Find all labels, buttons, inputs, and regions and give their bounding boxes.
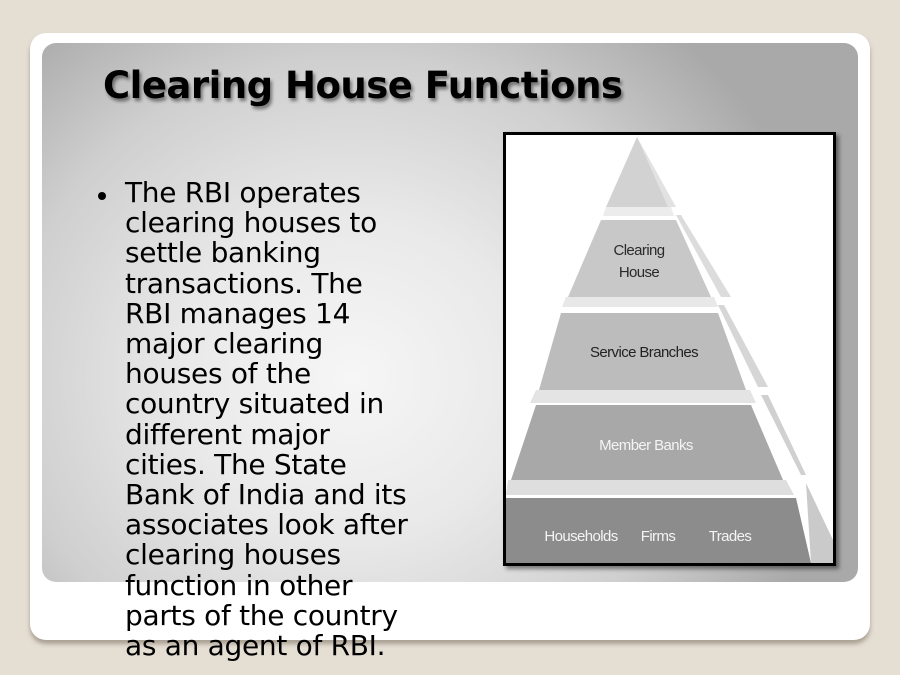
bullet-list: The RBI operates clearing houses to sett… bbox=[96, 176, 476, 663]
bullet-line: parts of the country bbox=[125, 598, 398, 632]
slide-title: Clearing House Functions bbox=[103, 64, 623, 107]
tier-label-service-branches: Service Branches bbox=[590, 344, 698, 361]
bullet-line: country situated in bbox=[125, 387, 384, 421]
bullet-item: The RBI operates clearing houses to sett… bbox=[96, 176, 476, 663]
tier-label-firms: Firms bbox=[641, 528, 676, 545]
pyramid-side-face bbox=[676, 215, 731, 297]
pyramid-diagram: Clearing House Service Branches Member B… bbox=[506, 137, 833, 563]
pyramid-tier-service-branches bbox=[539, 313, 746, 390]
tier-label-member-banks: Member Banks bbox=[599, 437, 693, 454]
bullet-line: settle banking bbox=[125, 236, 321, 270]
tier-label-clearing-line2: House bbox=[619, 264, 660, 281]
bullet-dot-icon bbox=[98, 192, 106, 200]
tier-label-clearing-line1: Clearing bbox=[613, 242, 664, 259]
bullet-line: clearing houses bbox=[125, 538, 341, 572]
pyramid-tier-clearing-house bbox=[568, 220, 711, 297]
bullet-line: as an agent of RBI. bbox=[125, 629, 386, 663]
bullet-line: associates look after bbox=[125, 508, 408, 542]
pyramid-tier-base bbox=[506, 498, 811, 563]
bullet-line: transactions. The bbox=[125, 266, 363, 300]
bullet-line: function in other bbox=[125, 568, 353, 602]
tier-label-households: Households bbox=[544, 528, 617, 545]
bullet-line: houses of the bbox=[125, 357, 311, 391]
bullet-line: Bank of India and its bbox=[125, 478, 407, 512]
bullet-line: major clearing bbox=[125, 327, 323, 361]
pyramid-tier-member-banks bbox=[511, 405, 783, 480]
pyramid-figure: Clearing House Service Branches Member B… bbox=[503, 132, 836, 566]
pyramid-tier-apex bbox=[606, 137, 668, 207]
bullet-line: clearing houses to bbox=[125, 206, 377, 240]
bullet-line: The RBI operates bbox=[125, 176, 361, 209]
bullet-line: different major bbox=[125, 417, 330, 451]
bullet-line: RBI manages 14 bbox=[125, 296, 351, 330]
bullet-line: cities. The State bbox=[125, 447, 347, 481]
tier-label-trades: Trades bbox=[709, 528, 752, 545]
